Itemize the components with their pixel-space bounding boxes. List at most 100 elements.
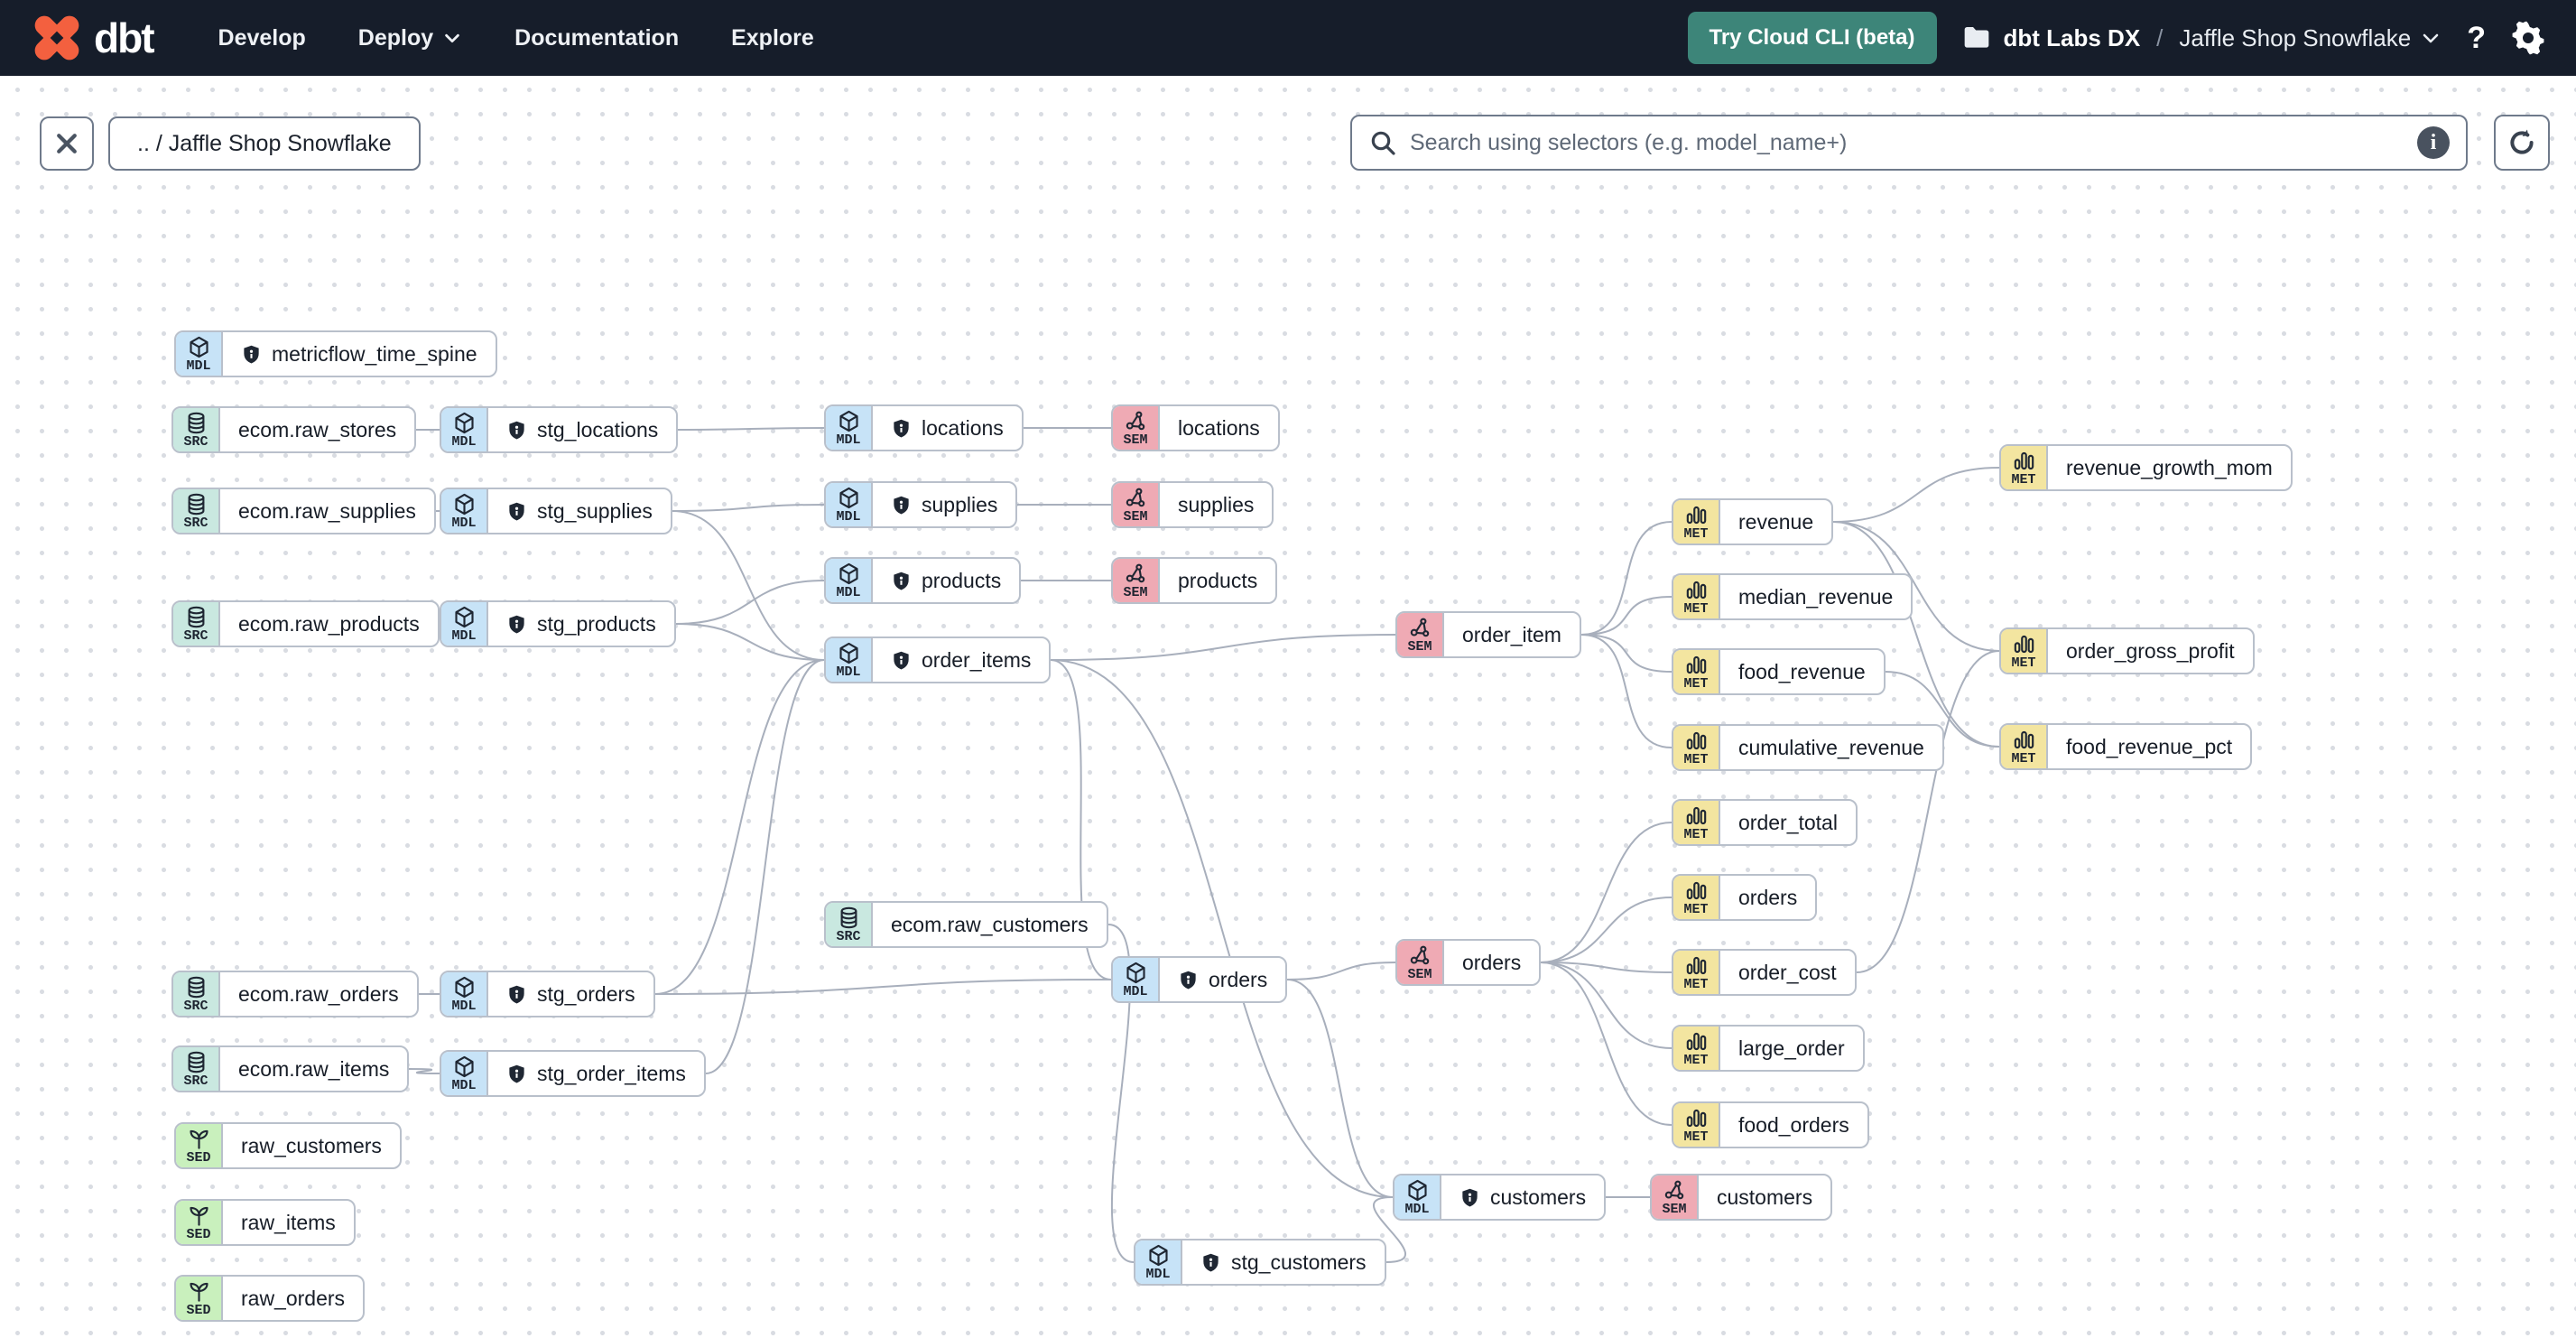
edge-sem_order_item-to-met_revenue <box>1580 521 1673 636</box>
met-type-badge: MET <box>1673 650 1720 693</box>
shield-icon <box>506 1064 527 1084</box>
node-label-text: locations <box>922 415 1004 440</box>
search-input[interactable] <box>1410 129 2405 156</box>
help-button[interactable]: ? <box>2467 21 2486 56</box>
dbt-logo[interactable]: dbt <box>31 12 155 64</box>
shield-icon <box>1200 1252 1221 1273</box>
lineage-breadcrumb[interactable]: .. / Jaffle Shop Snowflake <box>108 116 421 171</box>
node-label: revenue_growth_mom <box>2048 446 2291 489</box>
nav-develop[interactable]: Develop <box>218 24 306 51</box>
node-type-code: MET <box>1683 525 1709 542</box>
node-met_revenue[interactable]: MET revenue <box>1672 498 1834 545</box>
node-type-code: MDL <box>451 433 477 450</box>
edge-sem_orders-to-met_large_order <box>1540 962 1673 1049</box>
chevron-down-icon <box>442 28 462 48</box>
semantic-graph-icon <box>1408 616 1432 640</box>
node-met_food_revenue[interactable]: MET food_revenue <box>1672 648 1886 695</box>
node-label: food_revenue <box>1720 650 1884 693</box>
seed-icon <box>187 1203 211 1228</box>
metric-bars-icon <box>1684 578 1709 602</box>
node-label-text: revenue <box>1738 509 1814 534</box>
edge-stg_products-to-products <box>675 580 825 625</box>
nav-documentation[interactable]: Documentation <box>514 24 680 51</box>
account-name[interactable]: dbt Labs DX <box>2003 23 2141 51</box>
edge-stg_customers-to-customers <box>1372 1196 1407 1263</box>
project-selector[interactable]: Jaffle Shop Snowflake <box>2179 24 2442 52</box>
metric-bars-icon <box>1684 503 1709 527</box>
metric-bars-icon <box>2012 632 2036 656</box>
refresh-button[interactable] <box>2494 115 2550 171</box>
nav-deploy[interactable]: Deploy <box>358 25 462 51</box>
shield-icon <box>891 495 912 516</box>
metric-bars-icon <box>1684 1106 1709 1130</box>
node-label-text: orders <box>1738 885 1798 909</box>
edge-stg_orders-to-order_items <box>654 659 825 995</box>
node-type-code: MET <box>1683 675 1709 692</box>
node-label: products <box>1160 559 1275 602</box>
met-type-badge: MET <box>2001 725 2048 768</box>
met-type-badge: MET <box>1673 500 1720 544</box>
edge-raw_items_src-to-stg_order_items <box>408 1068 440 1074</box>
close-lineage-button[interactable] <box>40 116 94 171</box>
settings-button[interactable] <box>2511 21 2545 55</box>
database-icon <box>184 975 208 999</box>
node-type-code: SRC <box>183 627 208 644</box>
met-type-badge: MET <box>1673 575 1720 618</box>
shield-icon <box>1178 970 1199 990</box>
try-cloud-cli-button[interactable]: Try Cloud CLI (beta) <box>1687 12 1937 64</box>
shield-icon <box>1459 1187 1480 1208</box>
metric-bars-icon <box>1684 653 1709 677</box>
node-label: food_orders <box>1720 1103 1867 1147</box>
node-type-code: SEM <box>1407 638 1432 655</box>
edge-stg_order_items-to-order_items <box>705 659 825 1074</box>
nav-explore[interactable]: Explore <box>731 24 814 51</box>
sed-type-badge: SED <box>176 1124 223 1167</box>
info-icon[interactable]: i <box>2417 126 2450 159</box>
metric-bars-icon <box>2012 728 2036 752</box>
node-type-code: SRC <box>183 998 208 1014</box>
node-label-text: products <box>922 568 1002 592</box>
node-type-code: SEM <box>1662 1201 1687 1217</box>
node-type-code: MDL <box>451 627 477 644</box>
node-type-code: MDL <box>1123 983 1148 999</box>
